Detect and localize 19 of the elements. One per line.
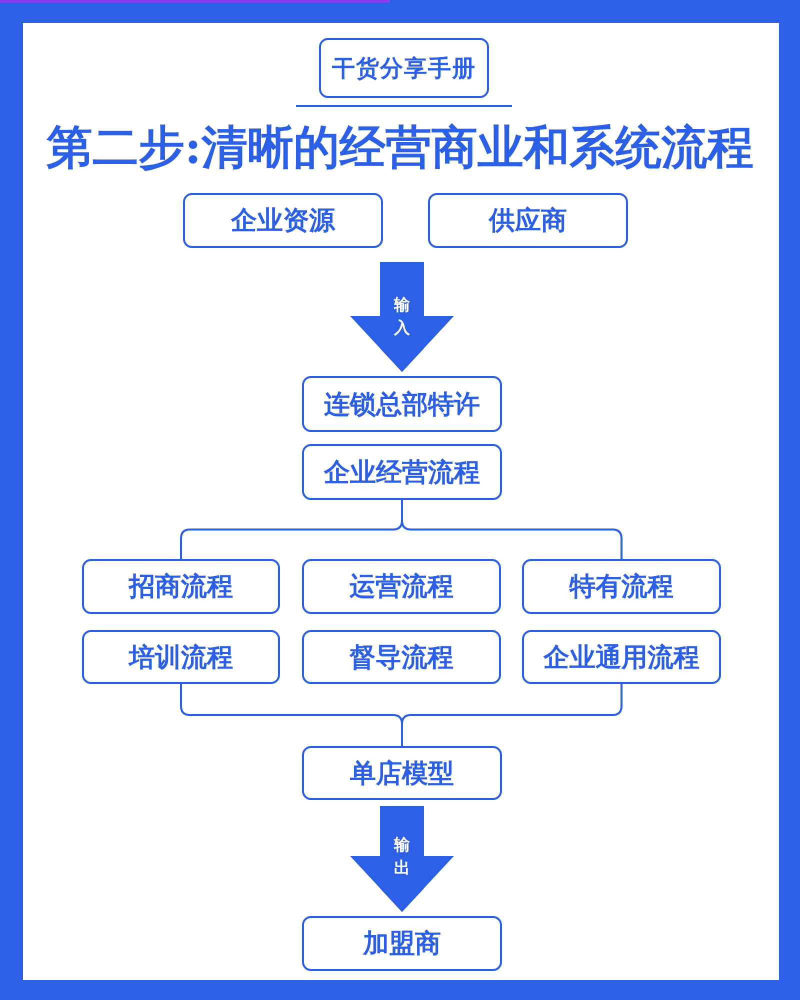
edge-label: 输出 bbox=[392, 834, 411, 879]
process-box: 企业通用流程 bbox=[522, 630, 721, 684]
edge-label: 输入 bbox=[392, 294, 411, 339]
tag-box: 干货分享手册 bbox=[319, 38, 489, 98]
process-box: 招商流程 bbox=[82, 559, 280, 614]
block-arrow bbox=[350, 806, 454, 912]
process-box: 企业经营流程 bbox=[302, 444, 502, 500]
title: 第二步:清晰的经营商业和系统流程 bbox=[46, 119, 754, 176]
block-arrow bbox=[350, 262, 454, 372]
process-box: 督导流程 bbox=[302, 630, 501, 684]
process-box: 供应商 bbox=[428, 193, 628, 248]
brace-connector bbox=[180, 683, 622, 747]
process-box: 企业资源 bbox=[183, 193, 383, 248]
process-box: 单店模型 bbox=[302, 746, 502, 800]
process-box: 特有流程 bbox=[522, 559, 721, 614]
process-box: 运营流程 bbox=[302, 559, 501, 614]
process-box: 加盟商 bbox=[302, 916, 502, 971]
process-box: 培训流程 bbox=[82, 630, 280, 684]
process-box: 连锁总部特许 bbox=[302, 376, 502, 432]
